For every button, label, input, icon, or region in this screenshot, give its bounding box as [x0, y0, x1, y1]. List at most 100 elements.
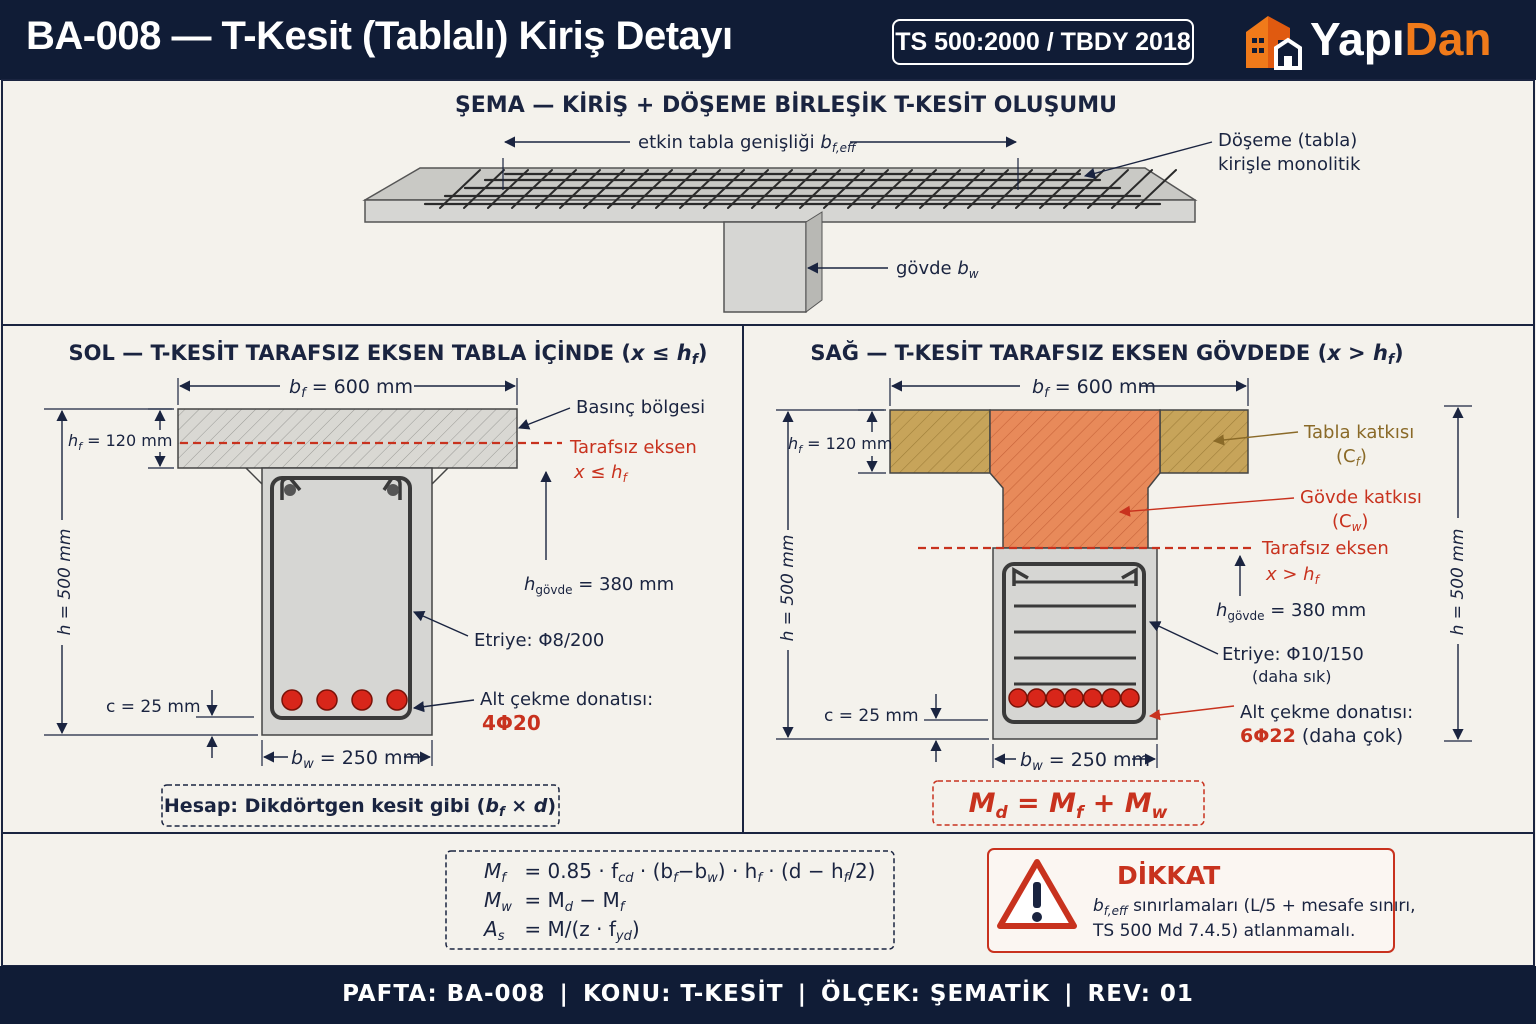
- slab-rebar-bar: [727, 169, 769, 209]
- right-stirrup-note: (daha sık): [1252, 667, 1332, 686]
- slab-rebar-bar: [1087, 169, 1129, 209]
- left-calc-note-box: [161, 784, 560, 827]
- slab-rebar-bar: [655, 169, 697, 209]
- slab-rebar-bar: [799, 169, 841, 209]
- slab-rebar-mesh: [423, 172, 1162, 206]
- slab-rebar-bar: [535, 169, 577, 209]
- right-h-label-left: h = 500 mm: [778, 535, 798, 642]
- slab-rebar-bar: [583, 169, 625, 209]
- warning-title: DİKKAT: [1117, 860, 1220, 890]
- top-panel-title: ŞEMA — KİRİŞ + DÖŞEME BİRLEŞİK T-KESİT O…: [455, 92, 1117, 118]
- formula-line-1: Mf = 0.85 · fcd · (bf−bw) · hf · (d − hf…: [484, 859, 875, 886]
- warning-box: [987, 848, 1395, 953]
- slab-rebar-bar: [607, 169, 649, 209]
- warning-line-1: bf,eff sınırlamaları (L/5 + mesafe sınır…: [1093, 896, 1416, 918]
- warning-triangle-icon: [997, 859, 1077, 929]
- slab-rebar-bar: [823, 169, 865, 209]
- building-logo-icon: [1246, 16, 1302, 70]
- warning-line-2: TS 500 Md 7.4.5) atlanmamalı.: [1092, 921, 1355, 941]
- left-stirrup-label: Etriye: Φ8/200: [474, 630, 604, 651]
- slab-rebar-bar: [631, 169, 673, 209]
- left-h-label: h = 500 mm: [55, 529, 75, 636]
- slab-rebar-bar: [487, 169, 529, 209]
- slab-rebar-bar: [751, 169, 793, 209]
- right-stirrup-label: Etriye: Φ10/150: [1222, 644, 1364, 665]
- header-bar: BA-008 — T-Kesit (Tablalı) Kiriş Detayı …: [0, 0, 1536, 80]
- slab-rebar-bar: [559, 169, 601, 209]
- standard-badge: TS 500:2000 / TBDY 2018: [892, 19, 1194, 65]
- slab-rebar-mesh-cross: [439, 169, 1177, 209]
- slab-rebar-bar: [463, 169, 505, 209]
- right-hf-label: hf = 120 mm: [788, 434, 892, 456]
- formula-line-2: Mw = Md − Mf: [484, 888, 627, 915]
- slab-rebar-bar: [1135, 169, 1177, 209]
- left-hgovde-label: hgövde = 380 mm: [524, 574, 674, 597]
- right-bf-label: bf = 600 mm: [1032, 376, 1156, 401]
- tension-rebar: [281, 689, 303, 711]
- right-web-contrib-symbol: (Cw): [1332, 511, 1368, 534]
- slab-rebar-bar: [439, 169, 481, 209]
- formula-box: [445, 850, 895, 950]
- tension-rebar: [1064, 688, 1084, 708]
- slab-rebar-bar: [919, 169, 961, 209]
- left-cover-label: c = 25 mm: [106, 697, 201, 717]
- slab-rebar-bar: [1015, 169, 1057, 209]
- slab-rebar-bar: [1111, 169, 1153, 209]
- page-title: BA-008 — T-Kesit (Tablalı) Kiriş Detayı: [26, 14, 733, 58]
- right-h-label-right: h = 500 mm: [1448, 529, 1468, 636]
- tension-rebar: [1008, 688, 1028, 708]
- footer-info: PAFTA: BA-008|KONU: T-KESİT|ÖLÇEK: ŞEMAT…: [342, 981, 1194, 1007]
- right-stirrup: [1002, 562, 1146, 724]
- right-cover-label: c = 25 mm: [824, 706, 919, 726]
- right-hgovde-label: hgövde = 380 mm: [1216, 600, 1366, 623]
- left-compression-label: Basınç bölgesi: [576, 397, 705, 418]
- left-rebar-value: 4Φ20: [482, 711, 541, 735]
- right-moment-equation: Md = Mf + Mw: [969, 788, 1168, 823]
- web-label: gövde bw: [896, 258, 979, 281]
- right-web: [992, 547, 1158, 740]
- flange-width-label: etkin tabla genişliği bf,eff: [638, 132, 857, 155]
- slab-rebar-bar: [1039, 169, 1081, 209]
- right-web-compression: [989, 409, 1161, 549]
- top-panel: ŞEMA — KİRİŞ + DÖŞEME BİRLEŞİK T-KESİT O…: [362, 92, 1363, 313]
- formula-panel: Mf = 0.85 · fcd · (bf−bw) · hf · (d − hf…: [445, 850, 895, 950]
- tension-rebar: [386, 689, 408, 711]
- tension-rebar: [1120, 688, 1140, 708]
- footer-bar: PAFTA: BA-008|KONU: T-KESİT|ÖLÇEK: ŞEMAT…: [0, 966, 1536, 1024]
- slab-rebar-bar: [847, 169, 889, 209]
- footer-scale: ÖLÇEK: ŞEMATİK: [821, 981, 1051, 1007]
- right-panel: SAĞ — T-KESİT TARAFSIZ EKSEN GÖVDEDE (x …: [776, 340, 1472, 826]
- footer-sheet: PAFTA: BA-008: [342, 981, 546, 1007]
- right-flange-right-part: [1159, 409, 1249, 474]
- left-flange: [177, 408, 518, 469]
- tension-rebar: [1045, 688, 1066, 708]
- left-rebar-label: Alt çekme donatısı:: [480, 689, 653, 710]
- left-calc-note: Hesap: Dikdörtgen kesit gibi (bf × d): [164, 795, 556, 820]
- slab-rebar-bar: [871, 169, 913, 209]
- left-panel: SOL — T-KESİT TARAFSIZ EKSEN TABLA İÇİND…: [44, 340, 707, 827]
- slab-rebar-bar: [1063, 169, 1105, 209]
- tension-rebar: [1101, 688, 1122, 708]
- slab-note: Döşeme (tabla) kirişle monolitik: [1218, 130, 1363, 175]
- right-flange-contrib-label: Tabla katkısı: [1303, 422, 1414, 443]
- brand-logo-text[interactable]: YapıDan: [1310, 13, 1492, 65]
- left-hf-label: hf = 120 mm: [68, 431, 172, 453]
- right-tension-rebars: [1008, 688, 1140, 708]
- left-web: [261, 467, 433, 736]
- tension-rebar: [1026, 688, 1047, 708]
- right-web-contrib-label: Gövde katkısı: [1300, 487, 1422, 508]
- right-flange-left-part: [889, 409, 991, 474]
- left-bf-label: bf = 600 mm: [289, 376, 413, 401]
- tension-rebar: [351, 689, 373, 711]
- slab-rebar-bar: [679, 169, 721, 209]
- slab-rebar-bar: [775, 169, 817, 209]
- warning-panel: DİKKAT bf,eff sınırlamaları (L/5 + mesaf…: [987, 848, 1416, 953]
- slab-rebar-bar: [943, 169, 985, 209]
- formula-line-3: As = M/(z · fyd): [482, 917, 640, 944]
- footer-revision: REV: 01: [1087, 981, 1194, 1007]
- slab-rebar-bar: [511, 169, 553, 209]
- slab-rebar-bar: [895, 169, 937, 209]
- left-bw-label: bw = 250 mm: [291, 747, 421, 772]
- right-neutral-axis-label: Tarafsız eksen x > hf: [1261, 538, 1394, 587]
